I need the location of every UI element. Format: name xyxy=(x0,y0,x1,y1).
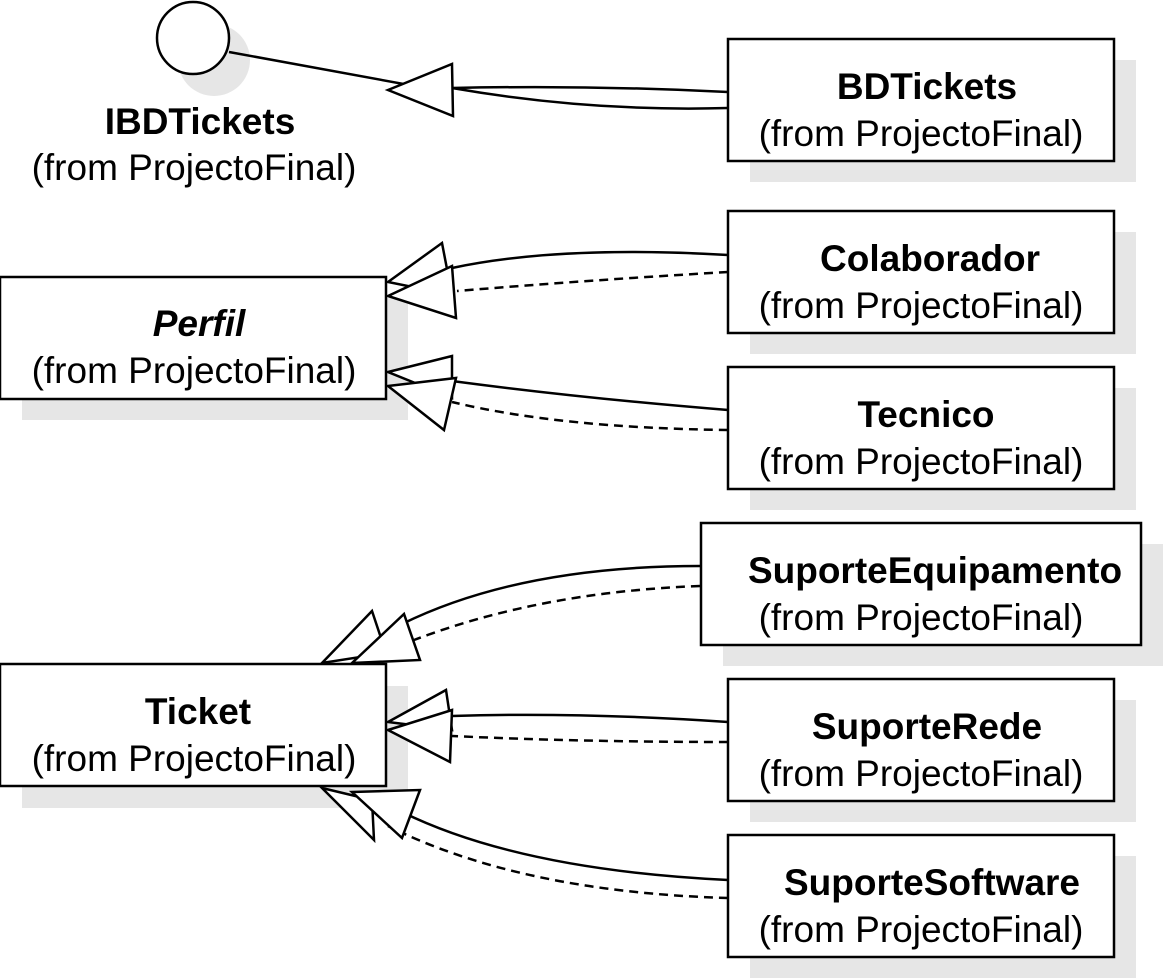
class-name: BDTickets xyxy=(837,66,1017,107)
class-tecnico[interactable]: Tecnico (from ProjectoFinal) xyxy=(726,365,1116,491)
generalization-arrowhead xyxy=(384,376,458,433)
edge-suportesoftware-ticket xyxy=(317,785,729,900)
class-package: (from ProjectoFinal) xyxy=(759,597,1084,638)
class-name: Ticket xyxy=(145,691,251,732)
class-box xyxy=(726,37,1116,163)
class-box xyxy=(726,365,1116,491)
class-box xyxy=(726,833,1116,959)
class-box xyxy=(0,662,388,788)
class-suportesoftware[interactable]: SuporteSoftware (from ProjectoFinal) xyxy=(726,833,1116,959)
class-box xyxy=(726,677,1116,803)
edge-suporteequipamento-ticket xyxy=(318,564,701,665)
class-box xyxy=(699,521,1143,647)
class-ticket[interactable]: Ticket (from ProjectoFinal) xyxy=(0,662,388,788)
class-package: (from ProjectoFinal) xyxy=(759,909,1084,950)
class-package: (from ProjectoFinal) xyxy=(759,753,1084,794)
class-box xyxy=(726,209,1116,335)
class-suporteequipamento[interactable]: SuporteEquipamento (from ProjectoFinal) xyxy=(699,521,1143,647)
class-package: (from ProjectoFinal) xyxy=(32,738,357,779)
edge-suporterede-ticket xyxy=(384,688,729,765)
class-name: Tecnico xyxy=(857,394,994,435)
class-name: Colaborador xyxy=(820,238,1040,279)
class-package: (from ProjectoFinal) xyxy=(759,285,1084,326)
realization-arrowhead xyxy=(384,62,455,118)
generalization-arrowhead xyxy=(348,788,422,841)
class-bdtickets[interactable]: BDTickets (from ProjectoFinal) xyxy=(726,37,1116,163)
generalization-arrowhead xyxy=(348,611,422,665)
class-name: SuporteSoftware xyxy=(784,862,1080,903)
class-name: SuporteRede xyxy=(812,706,1042,747)
interface-lollipop-icon xyxy=(155,0,231,76)
edge-bdtickets-ibdtickets xyxy=(228,50,729,118)
class-suporterede[interactable]: SuporteRede (from ProjectoFinal) xyxy=(726,677,1116,803)
edge-tecnico-perfil xyxy=(383,354,729,433)
edge-colaborador-perfil xyxy=(384,240,729,320)
class-package: (from ProjectoFinal) xyxy=(32,350,357,391)
generalization-arrowhead xyxy=(384,264,458,320)
class-perfil[interactable]: Perfil (from ProjectoFinal) xyxy=(0,275,388,401)
interface-package: (from ProjectoFinal) xyxy=(32,147,357,188)
class-package: (from ProjectoFinal) xyxy=(759,113,1084,154)
class-package: (from ProjectoFinal) xyxy=(759,441,1084,482)
class-colaborador[interactable]: Colaborador (from ProjectoFinal) xyxy=(726,209,1116,335)
interface-ibdtickets[interactable]: IBDTickets (from ProjectoFinal) xyxy=(32,0,357,188)
interface-name: IBDTickets xyxy=(105,101,296,142)
class-name: SuporteEquipamento xyxy=(748,550,1122,591)
class-box xyxy=(0,275,388,401)
generalization-arrowhead xyxy=(384,708,454,765)
class-name: Perfil xyxy=(153,303,246,344)
